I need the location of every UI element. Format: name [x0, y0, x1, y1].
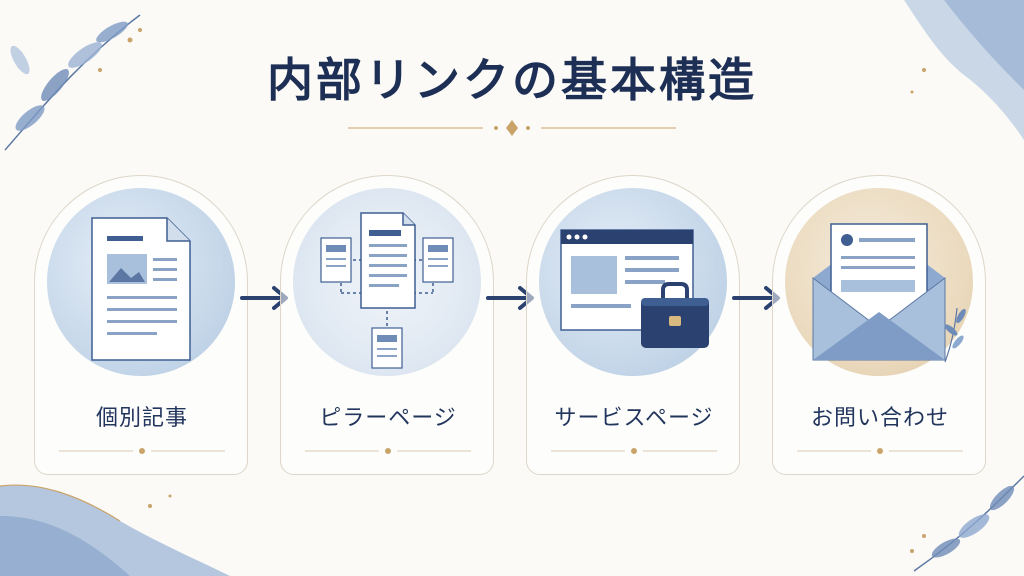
step-label: 個別記事 [95, 406, 188, 431]
card-ornament-rule [797, 448, 963, 454]
page-title: 内部リンクの基本構造 [267, 53, 757, 107]
card-ornament-rule [551, 448, 717, 454]
title-ornament-divider [348, 120, 676, 136]
card-ornament-rule [305, 448, 471, 454]
card-ornament-rule [59, 448, 225, 454]
step-label: ピラーページ [319, 406, 457, 431]
step-label: お問い合わせ [810, 406, 949, 431]
step-card-contact: お問い合わせ [772, 175, 986, 475]
step-card-pillar-page: ピラーページ [280, 175, 494, 475]
article-document-icon [91, 217, 191, 361]
step-card-service-page: サービスページ [526, 175, 740, 475]
service-browser-briefcase-icon [560, 229, 709, 348]
step-card-article: 個別記事 [34, 175, 248, 475]
contact-envelope-icon [812, 223, 966, 363]
pillar-page-hierarchy-icon [320, 212, 454, 369]
watercolor-wash-bottom-left [0, 484, 230, 576]
step-label: サービスページ [554, 406, 714, 431]
